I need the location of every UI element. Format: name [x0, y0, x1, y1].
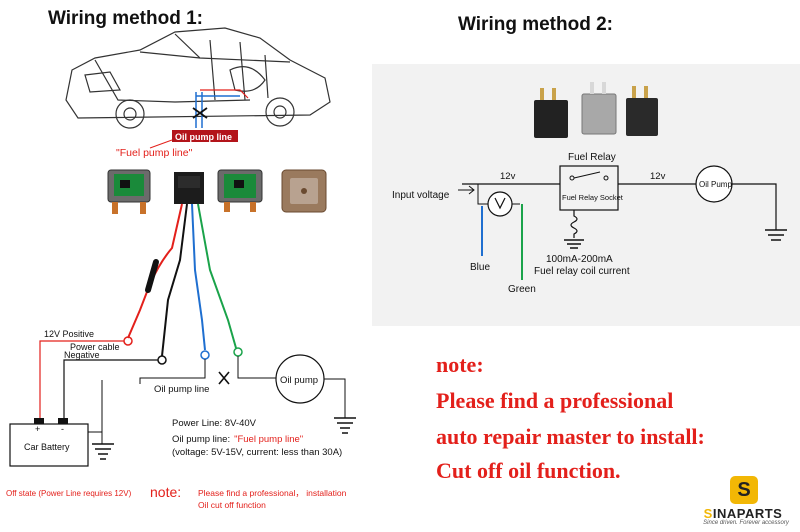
label-12v-positive: 12V Positive — [44, 329, 94, 339]
brand-tagline: Since driven. Forever accessory — [703, 520, 789, 526]
scissors-icon-2 — [218, 371, 230, 385]
gps-module-1 — [107, 169, 151, 214]
relay-black-icon — [534, 88, 568, 138]
oil-pump-wire-to-pump — [237, 356, 276, 379]
ring-blue — [200, 350, 210, 360]
voltage-spec: (voltage: 5V-15V, current: less than 30A… — [172, 447, 342, 458]
relay-module-black — [174, 172, 204, 204]
fuel-relay-box — [559, 165, 619, 211]
wire-blue — [191, 203, 206, 351]
method2-title: Wiring method 2: — [458, 14, 613, 35]
fuel-relay-socket-label: Fuel Relay Socket — [562, 193, 624, 202]
oil-pump-label: Oil pump — [280, 375, 318, 386]
label-oil-pump-line: Oil pump line — [154, 384, 209, 395]
brand-mark-icon: S — [730, 476, 758, 504]
relay-coil-icon — [570, 210, 578, 238]
ring-red — [123, 336, 133, 346]
input-voltage-label: Input voltage — [392, 190, 450, 201]
note-title: note: — [436, 352, 484, 377]
label-negative: Negative — [64, 350, 100, 360]
method1-note-text-2: Oil cut off function — [198, 500, 266, 510]
label-power-cable: Power cable — [70, 342, 120, 352]
ground-right-icon — [334, 417, 356, 434]
method1-note-text-1: Please find a professional， installation — [198, 488, 347, 498]
v12-left-label: 12v — [500, 171, 516, 182]
car-sketch-icon — [65, 27, 331, 129]
note-line-1: Please find a professional — [436, 388, 674, 413]
fuel-pump-line-quote: "Fuel pump line" — [116, 147, 193, 159]
wire-green — [197, 203, 237, 349]
ground-left-icon — [92, 443, 114, 460]
voltmeter-icon — [487, 191, 513, 217]
coil-current-label: Fuel relay coil current — [534, 266, 630, 277]
wire-black — [161, 203, 188, 357]
off-state-note: Off state (Power Line requires 12V) — [6, 489, 132, 498]
ground-m2-coil-icon — [564, 239, 584, 249]
note-line-2: auto repair master to install: — [436, 424, 705, 449]
ring-black — [157, 355, 167, 365]
battery-plus: + — [35, 424, 40, 434]
car-fuel-line-red — [200, 89, 249, 99]
battery-label: Car Battery — [24, 442, 70, 452]
battery-positive-wire — [39, 340, 124, 420]
oil-pump-line-tag-text: Oil pump line — [175, 132, 232, 142]
method1-title: Wiring method 1: — [48, 8, 203, 29]
relay-dark-icon — [626, 86, 658, 136]
ring-green — [233, 347, 243, 357]
brand-logo: S SINAPARTS Since driven. Forever access… — [690, 474, 796, 530]
power-line-spec: Power Line: 8V-40V — [172, 418, 257, 429]
note-line-3: Cut off oil function. — [436, 458, 621, 483]
oil-pump-line-spec: Oil pump line:"Fuel pump line" — [172, 434, 303, 445]
car-fuel-line — [195, 92, 240, 128]
green-label: Green — [508, 284, 536, 295]
blue-label: Blue — [470, 262, 490, 273]
current-range-label: 100mA-200mA — [546, 254, 613, 265]
car-battery — [9, 423, 89, 467]
fuel-relay-label: Fuel Relay — [568, 152, 616, 163]
v12-right-label: 12v — [650, 171, 666, 182]
gps-antenna-module — [281, 169, 327, 213]
oil-pump-label-2: Oil Pump — [699, 180, 732, 189]
oil-pump-line-wire — [139, 359, 206, 384]
battery-minus: - — [61, 424, 64, 434]
brand-name: SINAPARTS — [703, 506, 783, 521]
oil-pump-line-tag — [172, 130, 238, 142]
battery-negative-wire — [63, 359, 158, 420]
method1-note-label: note: — [150, 484, 181, 500]
fuse-holder — [145, 259, 159, 293]
scissors-icon — [192, 107, 208, 119]
relay-grey-icon — [581, 82, 617, 135]
ground-m2-right-icon — [765, 229, 787, 241]
gps-module-2 — [217, 169, 263, 212]
